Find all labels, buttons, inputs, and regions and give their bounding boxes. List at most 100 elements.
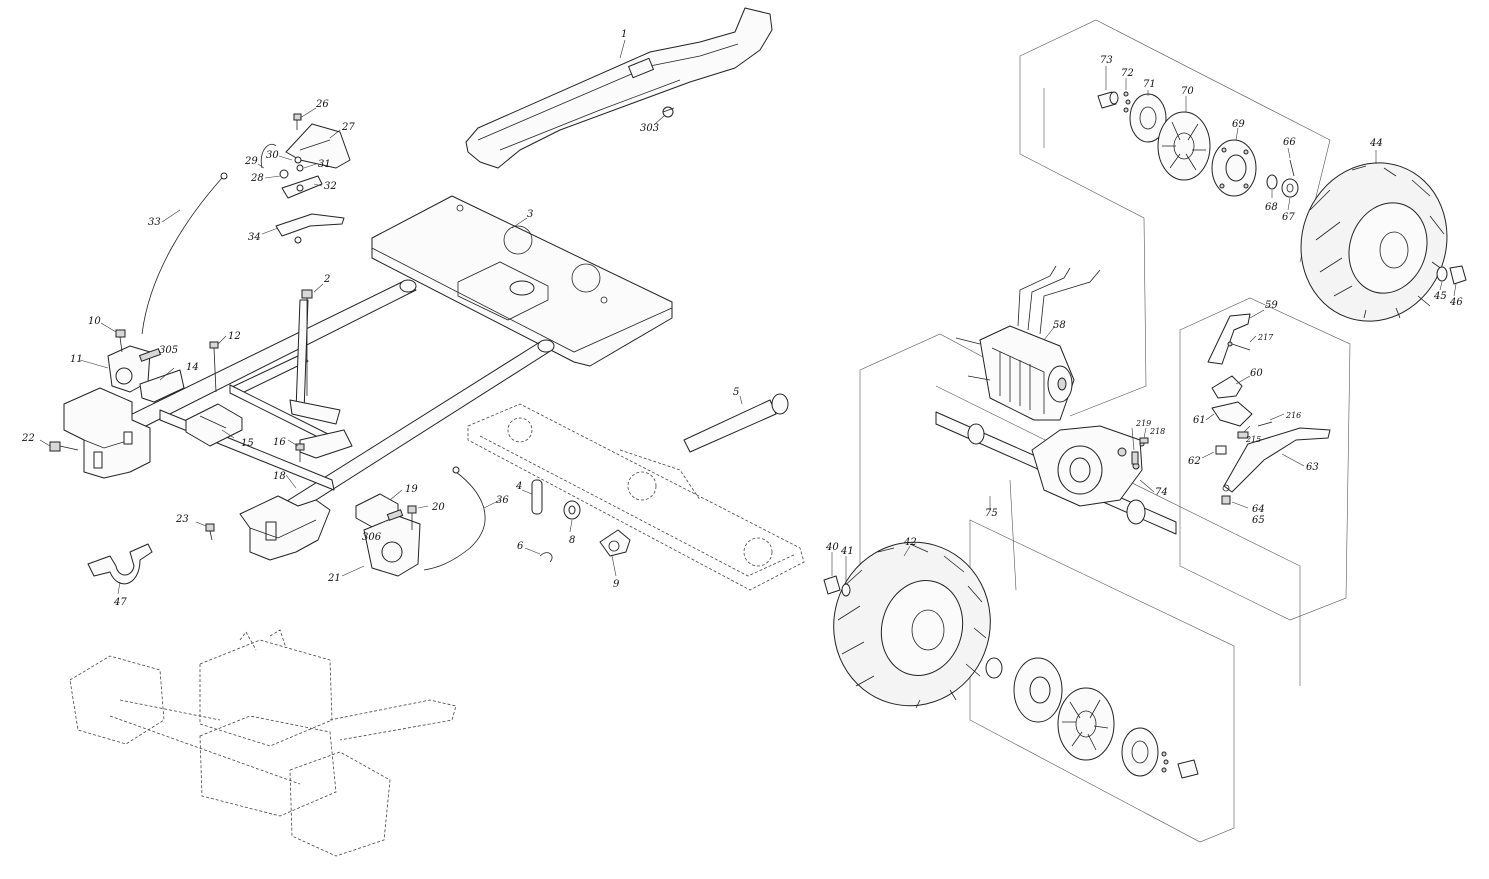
callout-1: 1: [621, 29, 627, 40]
callout-62: 62: [1188, 456, 1201, 467]
part-4-pin: [531, 479, 543, 515]
lower-hub: [985, 657, 1199, 779]
callout-22: 22: [21, 433, 35, 444]
callout-305: 305: [159, 345, 178, 356]
part-5-pin: [683, 393, 789, 453]
part-74-gearbox: [1031, 425, 1145, 507]
callout-58: 58: [1053, 320, 1066, 331]
callout-40: 40: [825, 542, 839, 553]
part-59-bracket: [1207, 313, 1251, 365]
leaders-right: [831, 66, 1457, 584]
part-217-bolt: [1227, 341, 1251, 351]
callout-23: 23: [175, 514, 189, 525]
callout-10: 10: [88, 316, 101, 327]
callout-11: 11: [70, 354, 83, 365]
part-36-cable: [423, 466, 486, 571]
part-44-wheel: [1300, 162, 1448, 322]
part-20-bolt: [407, 505, 417, 530]
part-30-31-washers: [294, 156, 304, 172]
callout-45: 45: [1433, 291, 1447, 302]
callout-4: 4: [515, 481, 522, 492]
callout-61: 61: [1193, 415, 1206, 426]
part-303-clip: [662, 106, 675, 118]
part-62-spring: [1215, 445, 1227, 455]
callout-8: 8: [569, 535, 575, 546]
part-63-arm: [1222, 427, 1331, 493]
callout-30: 30: [266, 150, 279, 161]
part-23-bolt: [205, 523, 215, 541]
part-60-bracket: [1211, 375, 1243, 399]
part-34-lever: [275, 213, 345, 244]
callout-217: 217: [1257, 333, 1274, 342]
callout-41: 41: [840, 546, 854, 557]
callout-64: 64: [1252, 504, 1265, 515]
callout-15: 15: [241, 438, 254, 449]
callout-219: 219: [1135, 419, 1151, 428]
part-40-cap: [823, 575, 841, 595]
callout-69: 69: [1232, 119, 1245, 130]
part-6-clip: [539, 552, 553, 563]
part-41-washer: [841, 583, 851, 597]
callout-12: 12: [228, 331, 241, 342]
callout-36: 36: [496, 495, 509, 506]
callout-60: 60: [1250, 368, 1263, 379]
part-33-cable: [141, 172, 228, 335]
callouts: 1 303 3 2 5 4 6 8 9 10 305 11 12 14 15 1…: [21, 29, 1463, 608]
callout-67: 67: [1282, 212, 1295, 223]
part-70-brake-rotor: [1157, 111, 1211, 181]
dashed-rear-frame: [467, 403, 805, 591]
callout-75: 75: [985, 508, 998, 519]
callout-14: 14: [186, 362, 199, 373]
callout-5: 5: [733, 387, 739, 398]
callout-59: 59: [1265, 300, 1278, 311]
callout-72: 72: [1121, 68, 1134, 79]
part-58-motor: [955, 265, 1101, 421]
callout-303: 303: [640, 123, 659, 134]
callout-218: 218: [1149, 427, 1165, 436]
callout-71: 71: [1143, 79, 1156, 90]
part-15-clamp: [185, 403, 243, 447]
part-26-bolt: [293, 113, 302, 130]
callout-21: 21: [327, 573, 341, 584]
callout-28: 28: [250, 173, 264, 184]
part-3-plate: [371, 195, 673, 367]
callout-306: 306: [362, 532, 382, 543]
part-67-nut: [1281, 178, 1299, 198]
callout-31: 31: [318, 159, 331, 170]
part-22-bolt: [49, 441, 79, 452]
part-16-bolt: [295, 443, 305, 462]
callout-44: 44: [1369, 138, 1383, 149]
part-215-bolt: [1237, 431, 1249, 439]
part-18-bracket: [239, 495, 331, 561]
callout-34: 34: [248, 232, 261, 243]
callout-42: 42: [903, 537, 917, 548]
part-69-hub: [1211, 139, 1257, 197]
part-216-bolt: [1257, 421, 1273, 427]
callout-9: 9: [613, 579, 620, 590]
callout-215: 215: [1245, 435, 1261, 444]
part-42-wheel: [833, 541, 991, 709]
callout-6: 6: [517, 541, 524, 552]
part-68-washer: [1266, 174, 1278, 190]
callout-29: 29: [244, 156, 258, 167]
callout-33: 33: [148, 217, 161, 228]
part-72-bolts: [1123, 91, 1131, 113]
part-9-clamp: [599, 529, 631, 557]
part-11-bracket: [63, 387, 151, 479]
part-61-bracket: [1211, 401, 1253, 427]
callout-73: 73: [1100, 55, 1113, 66]
callout-47: 47: [113, 597, 127, 608]
callout-68: 68: [1265, 202, 1278, 213]
part-14-bracket: [139, 369, 185, 403]
part-47-clamp: [87, 543, 153, 585]
leaders-left: [39, 39, 743, 595]
part-64-65-bolt: [1221, 495, 1231, 505]
dashed-assembly-preview: [69, 629, 457, 857]
callout-18: 18: [273, 471, 286, 482]
part-305-caliper: [107, 345, 162, 393]
callout-65: 65: [1252, 515, 1265, 526]
callout-27: 27: [341, 122, 355, 133]
part-66-pin: [1289, 159, 1295, 177]
part-29-spring: [260, 143, 277, 169]
